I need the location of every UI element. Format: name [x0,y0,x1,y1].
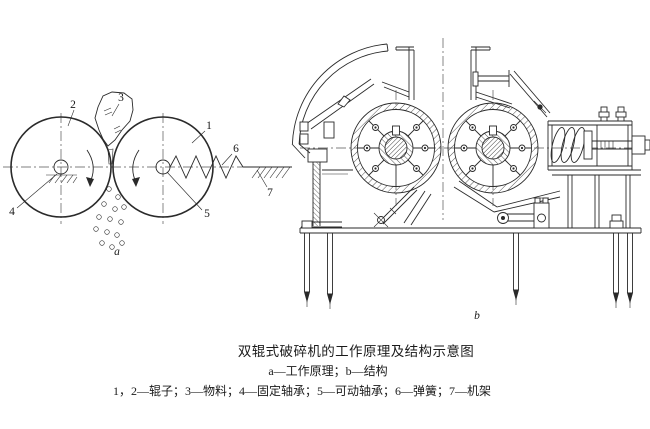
structure-diagram: b [291,38,650,322]
figure-caption-title: 双辊式破碎机的工作原理及结构示意图 [237,344,475,359]
roller-assembly-left [350,89,442,207]
adjusting-rod [592,135,650,155]
base-plate [299,214,642,234]
spring-follower-plate [583,130,593,160]
feed-hopper [381,46,513,109]
callout-leaders [16,103,268,211]
working-principle-diagram: 2 3 1 6 7 4 5 a [3,91,292,258]
tension-rod [373,186,418,228]
figure-drawing: 2 3 1 6 7 4 5 a [3,38,650,322]
fixed-bearing-hatch [46,174,78,184]
housing-arc [291,43,389,159]
anchor-bolt [512,233,520,305]
callout-5: 5 [204,208,210,220]
anchor-bolt [326,233,334,309]
frame-ground [243,166,292,179]
anchor-bolt [612,233,620,308]
coil-spring [550,127,586,163]
fixed-bearing-axle [53,159,69,175]
anchor-bolt [626,233,634,308]
label-b: b [474,310,480,322]
spring-box [547,106,650,228]
link-bracket [497,197,550,229]
figure-caption-legend: 1，2—辊子；3—物料；4—固定轴承；5—可动轴承；6—弹簧；7—机架 [112,384,492,398]
callout-2: 2 [70,99,76,111]
callout-3: 3 [118,92,124,104]
discharge-chute [403,175,573,228]
box-top-bolts [598,106,627,122]
label-a: a [114,246,120,258]
callout-1: 1 [206,120,212,132]
roller-1 [112,116,214,218]
roller-2 [10,116,112,218]
falling-particles [93,186,127,250]
figure-caption-subtitle: a—工作原理；b—结构 [268,364,388,378]
upper-pull-rod [472,70,551,118]
anchor-bolts [303,233,634,309]
roller-assembly-right [447,89,539,207]
rotation-arrow-right [132,149,140,187]
callout-4: 4 [9,206,15,218]
callout-7: 7 [267,187,273,199]
callout-6: 6 [233,143,239,155]
material-blob [94,91,134,165]
spring [169,154,244,180]
anchor-bolt [303,233,311,307]
rotation-arrow-left [86,149,94,187]
left-wall [301,148,353,228]
